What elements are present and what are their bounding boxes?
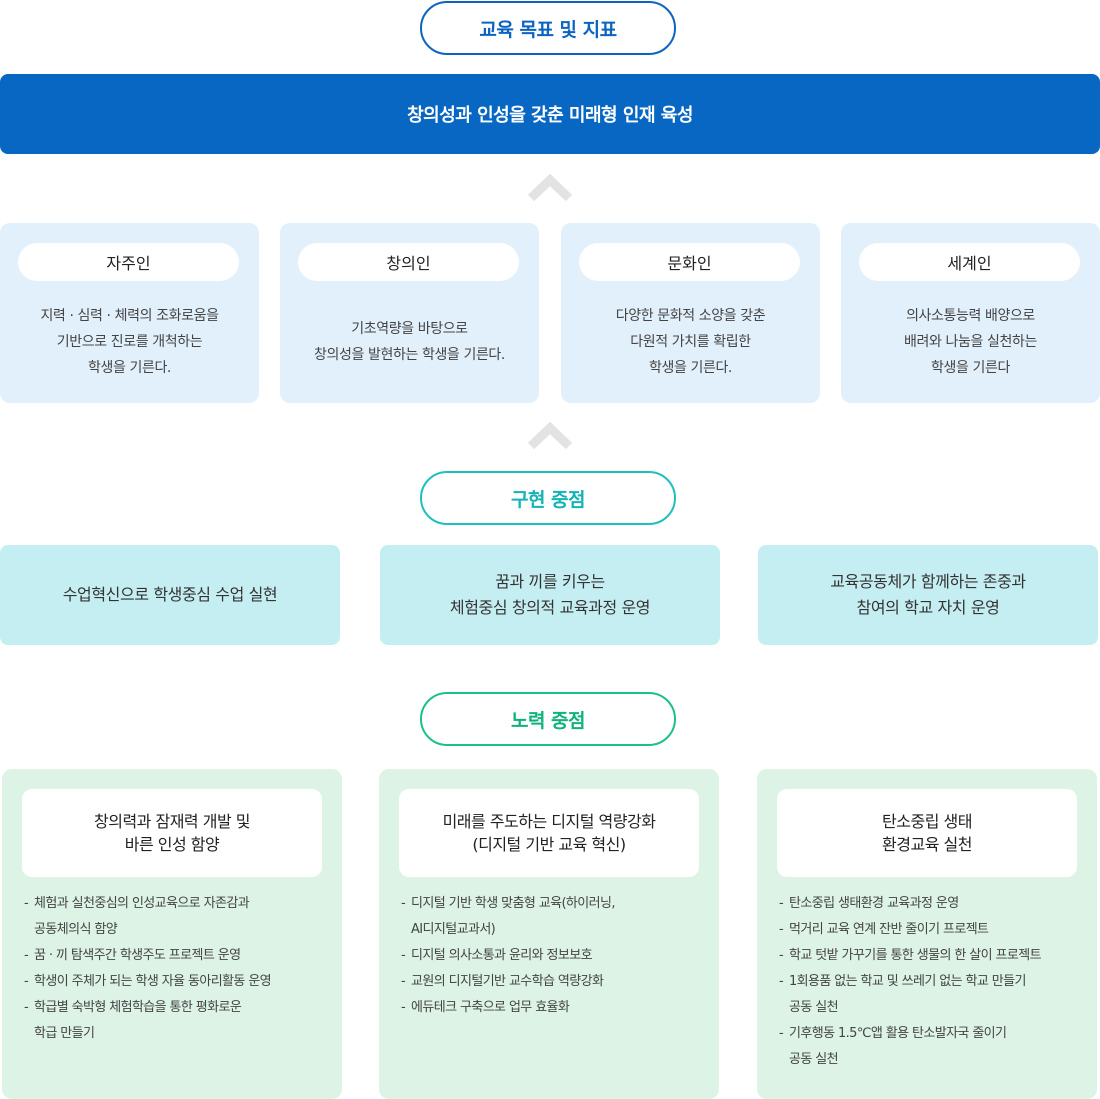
chevron-up-icon: [527, 420, 573, 450]
list-item: 기후행동 1.5℃앱 활용 탄소발자국 줄이기 공동 실천: [777, 1021, 1083, 1073]
list-item: 체험과 실천중심의 인성교육으로 자존감과 공동체의식 함양: [22, 891, 328, 943]
list-item: 학급별 숙박형 체험학습을 통한 평화로운 학급 만들기: [22, 995, 328, 1047]
goal-indicator-header: 교육 목표 및 지표: [420, 1, 676, 55]
talent-card-munhwain: 문화인 다양한 문화적 소양을 갖춘 다원적 가치를 확립한 학생을 기른다.: [561, 223, 820, 403]
vision-banner: 창의성과 인성을 갖춘 미래형 인재 육성: [0, 74, 1100, 154]
implementation-item: 교육공동체가 함께하는 존중과 참여의 학교 자치 운영: [758, 545, 1098, 645]
effort-card-carbon-neutral: 탄소중립 생태 환경교육 실천 탄소중립 생태환경 교육과정 운영 먹거리 교육…: [757, 769, 1097, 1099]
effort-card-creativity: 창의력과 잠재력 개발 및 바른 인성 함양 체험과 실천중심의 인성교육으로 …: [2, 769, 342, 1099]
list-item: 학생이 주체가 되는 학생 자율 동아리활동 운영: [22, 969, 328, 995]
list-item: 교원의 디지털기반 교수학습 역량강화: [399, 969, 705, 995]
effort-card-title: 창의력과 잠재력 개발 및 바른 인성 함양: [22, 789, 322, 877]
effort-focus-header: 노력 중점: [420, 692, 676, 746]
talent-card-segyein: 세계인 의사소통능력 배양으로 배려와 나눔을 실천하는 학생을 기른다: [841, 223, 1100, 403]
implementation-item: 꿈과 끼를 키우는 체험중심 창의적 교육과정 운영: [380, 545, 720, 645]
list-item: 에듀테크 구축으로 업무 효율화: [399, 995, 705, 1021]
talent-description: 지력 · 심력 · 체력의 조화로움을 기반으로 진로를 개척하는 학생을 기른…: [40, 308, 219, 376]
list-item: 탄소중립 생태환경 교육과정 운영: [777, 891, 1083, 917]
chevron-up-icon: [527, 172, 573, 202]
effort-list: 디지털 기반 학생 맞춤형 교육(하이러닝, AI디지털교과서) 디지털 의사소…: [399, 891, 705, 1021]
list-item: 디지털 의사소통과 윤리와 정보보호: [399, 943, 705, 969]
list-item: 1회용품 없는 학교 및 쓰레기 없는 학교 만들기 공동 실천: [777, 969, 1083, 1021]
list-item: 먹거리 교육 연계 잔반 줄이기 프로젝트: [777, 917, 1083, 943]
effort-card-title: 탄소중립 생태 환경교육 실천: [777, 789, 1077, 877]
implementation-item: 수업혁신으로 학생중심 수업 실현: [0, 545, 340, 645]
talent-card-changuiin: 창의인 기초역량을 바탕으로 창의성을 발현하는 학생을 기른다.: [280, 223, 539, 403]
talent-description: 다양한 문화적 소양을 갖춘 다원적 가치를 확립한 학생을 기른다.: [615, 308, 766, 376]
effort-card-title: 미래를 주도하는 디지털 역량강화 (디지털 기반 교육 혁신): [399, 789, 699, 877]
talent-name: 문화인: [579, 243, 800, 281]
talent-card-jajuin: 자주인 지력 · 심력 · 체력의 조화로움을 기반으로 진로를 개척하는 학생…: [0, 223, 259, 403]
talent-description: 의사소통능력 배양으로 배려와 나눔을 실천하는 학생을 기른다: [904, 308, 1037, 376]
talent-description: 기초역량을 바탕으로 창의성을 발현하는 학생을 기른다.: [314, 321, 505, 363]
talent-name: 자주인: [18, 243, 239, 281]
talent-name: 창의인: [298, 243, 519, 281]
effort-list: 탄소중립 생태환경 교육과정 운영 먹거리 교육 연계 잔반 줄이기 프로젝트 …: [777, 891, 1083, 1073]
effort-card-digital: 미래를 주도하는 디지털 역량강화 (디지털 기반 교육 혁신) 디지털 기반 …: [379, 769, 719, 1099]
list-item: 디지털 기반 학생 맞춤형 교육(하이러닝, AI디지털교과서): [399, 891, 705, 943]
implementation-focus-header: 구현 중점: [420, 471, 676, 525]
list-item: 학교 텃밭 가꾸기를 통한 생물의 한 살이 프로젝트: [777, 943, 1083, 969]
effort-list: 체험과 실천중심의 인성교육으로 자존감과 공동체의식 함양 꿈 · 끼 탐색주…: [22, 891, 328, 1047]
list-item: 꿈 · 끼 탐색주간 학생주도 프로젝트 운영: [22, 943, 328, 969]
talent-name: 세계인: [859, 243, 1080, 281]
